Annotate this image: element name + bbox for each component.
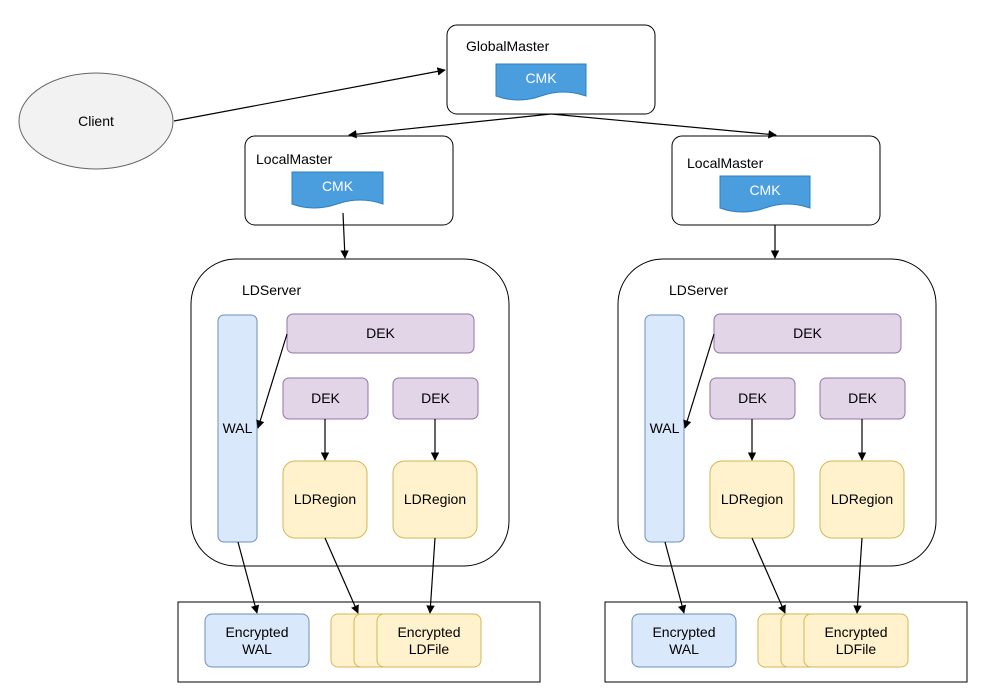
ld-region1-label-right: LDRegion bbox=[720, 491, 784, 507]
local-master-label-left: LocalMaster bbox=[256, 151, 333, 167]
wal-label-left: WAL bbox=[222, 420, 253, 436]
client-label: Client bbox=[78, 112, 114, 129]
dek-main-label-left: DEK bbox=[366, 325, 395, 341]
arrow-region2-to-ldfile-left bbox=[426, 537, 436, 614]
arrow-region2-to-ldfile-right bbox=[853, 537, 863, 614]
encrypted-wal-label-left: Encrypted WAL bbox=[225, 623, 289, 657]
local-master-label-right: LocalMaster bbox=[687, 155, 764, 171]
arrow-localmaster-to-ldserver-left bbox=[340, 212, 349, 259]
dek-main-box-left bbox=[286, 313, 475, 354]
global-master-cmk-label: CMK bbox=[525, 69, 557, 86]
arrow-region1-to-ldfile-left bbox=[324, 537, 359, 614]
arrow-wal-to-encwal-right bbox=[664, 541, 687, 614]
local-master-cmk-label-right: CMK bbox=[749, 181, 781, 198]
encrypted-wal-box-right bbox=[631, 613, 737, 668]
global-master-cmk-shape bbox=[495, 63, 587, 101]
dek-region1-label-left: DEK bbox=[311, 390, 340, 406]
local-master-cmk-shape-right bbox=[719, 175, 811, 213]
encrypted-ldfile-label-left: Encrypted LDFile bbox=[397, 623, 461, 657]
ld-server-label-right: LDServer bbox=[669, 282, 729, 298]
arrow-globalmaster-to-localmaster-left bbox=[348, 113, 552, 139]
dek-region2-label-right: DEK bbox=[848, 390, 877, 406]
encrypted-wal-box-left bbox=[204, 613, 310, 668]
local-master-cmk-label-left: CMK bbox=[321, 177, 354, 194]
global-master-label: GlobalMaster bbox=[466, 38, 550, 54]
encrypted-ldfile-label-right: Encrypted LDFile bbox=[824, 623, 888, 657]
encrypted-ldfile-box-right bbox=[803, 613, 909, 668]
dek-region1-label-right: DEK bbox=[738, 390, 767, 406]
client-node bbox=[18, 72, 174, 170]
ld-region2-label-right: LDRegion bbox=[830, 491, 894, 507]
local-master-cmk-shape-left bbox=[291, 171, 384, 209]
dek-region2-label-left: DEK bbox=[421, 390, 450, 406]
arrow-wal-to-encwal-left bbox=[237, 541, 260, 614]
ld-server-label-left: LDServer bbox=[242, 282, 302, 298]
arrow-dek-to-wal-left bbox=[256, 333, 288, 429]
ld-region2-label-left: LDRegion bbox=[403, 491, 467, 507]
ld-region1-label-left: LDRegion bbox=[293, 491, 357, 507]
arrow-globalmaster-to-localmaster-right bbox=[550, 113, 777, 139]
dek-main-label-right: DEK bbox=[793, 325, 822, 341]
encrypted-ldfile-box-left bbox=[376, 613, 482, 668]
dek-main-box-right bbox=[713, 313, 902, 354]
wal-label-right: WAL bbox=[649, 420, 680, 436]
encrypted-wal-label-right: Encrypted WAL bbox=[652, 623, 716, 657]
arrow-region1-to-ldfile-right bbox=[751, 537, 786, 614]
arrow-client-to-globalmaster bbox=[173, 67, 446, 122]
arrow-dek-to-wal-right bbox=[683, 333, 715, 429]
